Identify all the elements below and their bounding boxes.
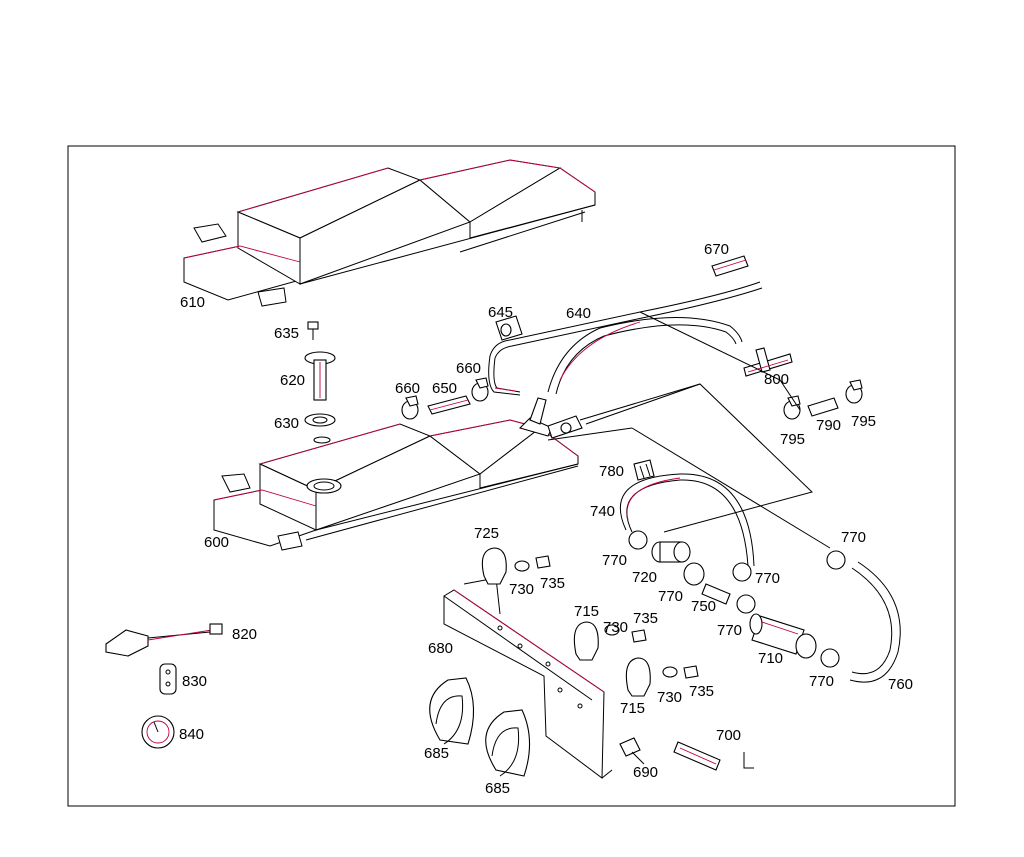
part-685-clamp-right [485,709,531,777]
callout-770-f: 770 [809,673,834,690]
part-670-tube [711,255,749,277]
part-715-bracket-lower [625,657,699,697]
callout-735-a: 735 [540,575,565,592]
part-630-seal [304,413,336,427]
callout-650: 650 [432,380,457,397]
part-650-hose [427,395,471,415]
callout-730-b: 730 [603,619,628,636]
part-700-sleeve [673,741,754,771]
callout-670: 670 [704,241,729,258]
callout-710: 710 [758,650,783,667]
part-830-switch [159,663,177,695]
callout-790: 790 [816,417,841,434]
callout-820: 820 [232,626,257,643]
part-620-sender [304,351,336,401]
callout-600: 600 [204,534,229,551]
part-760-hose [849,561,901,683]
part-660-clamp-left [401,395,419,420]
callout-770-c: 770 [841,529,866,546]
part-725-bracket [481,547,551,585]
part-780-clip [633,459,655,481]
callout-770-e: 770 [717,622,742,639]
callout-770-a: 770 [602,552,627,569]
part-720-filter [651,541,705,586]
callout-770-d: 770 [658,588,683,605]
callout-770-b: 770 [755,570,780,587]
callout-740: 740 [590,503,615,520]
callout-795-right: 795 [851,413,876,430]
part-660-clamp-right [471,377,489,402]
part-715-bracket-upper [573,621,647,661]
callout-760: 760 [888,676,913,693]
callout-715-upper: 715 [574,603,599,620]
callout-680: 680 [428,640,453,657]
callout-645: 645 [488,304,513,321]
callout-640: 640 [566,305,591,322]
part-645-fitting [495,315,523,341]
callout-630: 630 [274,415,299,432]
callout-715-lower: 715 [620,700,645,717]
callout-830: 830 [182,673,207,690]
part-685-clamp-left [429,677,475,745]
part-795-clamp-right [845,379,863,404]
part-690-bolt [619,737,645,765]
part-800-tee [743,347,793,377]
callout-labels: 610 670 645 640 635 620 630 660 650 660 … [179,241,913,797]
callout-690: 690 [633,764,658,781]
callout-750: 750 [691,598,716,615]
callout-685-left: 685 [424,745,449,762]
callout-635: 635 [274,325,299,342]
part-640-fuel-line [488,281,763,396]
callout-720: 720 [632,569,657,586]
callout-800: 800 [764,371,789,388]
part-795-clamp-left [783,395,801,420]
part-820-module [105,623,223,657]
callout-735-c: 735 [689,683,714,700]
callout-700: 700 [716,727,741,744]
part-610-cover [183,159,596,307]
part-680-plate [443,589,613,779]
part-710-pump [749,613,817,659]
part-740-hose [619,473,755,567]
callout-660-left: 660 [395,380,420,397]
callout-795-left: 795 [780,431,805,448]
diagram-frame [67,145,956,807]
callout-620: 620 [280,372,305,389]
leader-lines [463,311,831,615]
callout-725: 725 [474,525,499,542]
callout-730-c: 730 [657,689,682,706]
callout-610: 610 [180,294,205,311]
callout-660-right: 660 [456,360,481,377]
callout-780: 780 [599,463,624,480]
part-840-gauge [141,715,175,749]
part-600-tank [213,397,583,551]
part-635-screw [307,321,319,340]
part-790-hose [807,397,839,417]
callout-730-a: 730 [509,581,534,598]
part-750-hose [701,583,731,605]
callout-735-b: 735 [633,610,658,627]
callout-840: 840 [179,726,204,743]
part-770-clamps [628,530,846,668]
callout-685-right: 685 [485,780,510,797]
